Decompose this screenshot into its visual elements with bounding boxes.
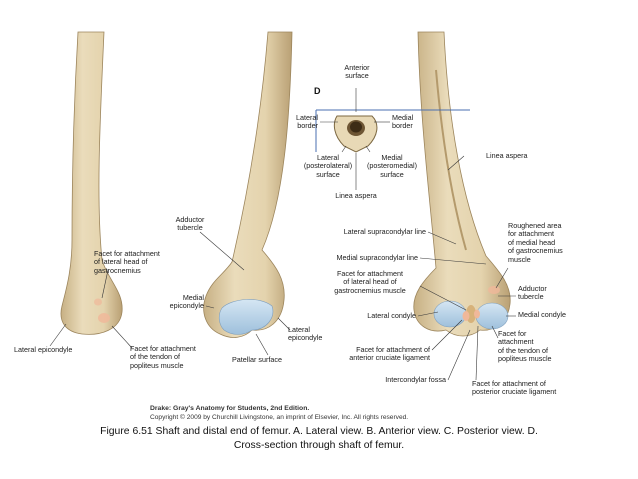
lateral-view-femur [60,31,123,335]
credit-copyright: Copyright © 2009 by Churchill Livingston… [150,414,409,421]
roughened-area-label: Roughened area for attachment of medial … [508,221,563,264]
posterior-view-femur [413,31,511,337]
adductor-tubercle-label-c: Adductor tubercle [518,284,547,302]
lateral-surface-label: Lateral (posterolateral) surface [303,153,353,179]
lateral-epicondyle-label-b: Lateral epicondyle [288,325,323,343]
patellar-surface-label: Patellar surface [232,355,282,364]
medial-border-label: Medial border [392,113,414,131]
adductor-tubercle-label-b: Adductor tubercle [175,215,205,233]
medial-condyle-label: Medial condyle [518,310,566,319]
intercondylar-fossa-label: Intercondylar fossa [385,375,446,384]
anterior-view-femur [203,31,293,338]
figure-caption-line-1: Figure 6.51 Shaft and distal end of femu… [100,426,538,437]
leader-lines [49,88,516,381]
lateral-condyle-label: Lateral condyle [367,311,416,320]
credit-title: Drake: Gray's Anatomy for Students, 2nd … [150,405,310,412]
cross-section-femur [315,109,470,153]
medial-epicondyle-label-b: Medial epicondyle [169,293,204,311]
facet-lateral-gastrocnemius-label: Facet for attachment of lateral head of … [94,249,160,275]
facet-lateral-gastrocnemius-label-c: Facet for attachment of lateral head of … [334,269,406,295]
facet-popliteus-label-c: Facet for attachment of the tendon of po… [498,329,552,364]
linea-aspera-label-c: Linea aspera [486,151,528,160]
facet-pcl-label: Facet for attachment of posterior crucia… [472,379,557,397]
linea-aspera-cross-label: Linea aspera [335,191,377,200]
anterior-surface-label: Anterior surface [344,63,370,81]
facet-acl-label: Facet for attachment of anterior cruciat… [349,345,430,363]
lateral-border-label: Lateral border [296,113,318,131]
medial-supracondylar-line-label: Medial supracondylar line [336,253,418,262]
facet-popliteus-label-a: Facet for attachment of the tendon of po… [130,344,196,370]
view-d-letter: D [314,86,321,96]
lateral-epicondyle-label-a: Lateral epicondyle [14,345,73,354]
lateral-supracondylar-line-label: Lateral supracondylar line [343,227,426,236]
medial-surface-label: Medial (posteromedial) surface [367,153,417,179]
figure-caption-line-2: Cross-section through shaft of femur. [233,440,405,451]
